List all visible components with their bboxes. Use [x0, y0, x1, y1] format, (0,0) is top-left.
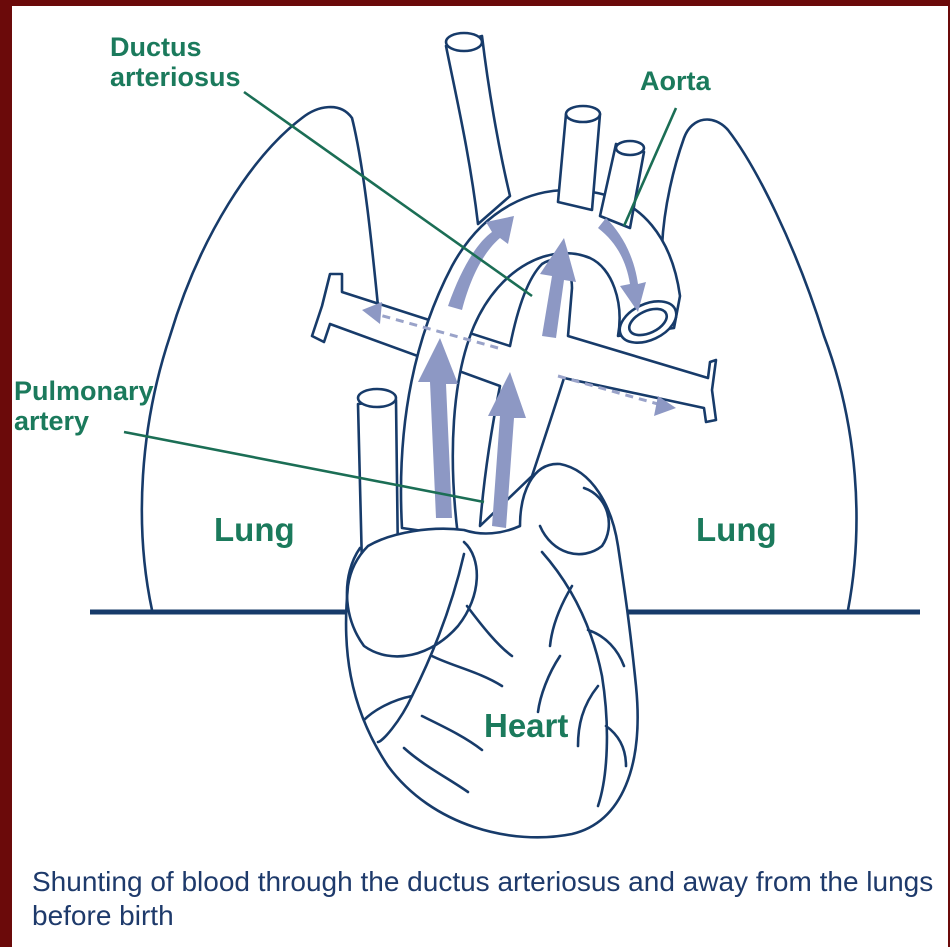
carotid-branch: [558, 114, 600, 210]
carotid-opening: [566, 106, 600, 122]
brachiocephalic-opening: [446, 33, 482, 51]
pulmonary-label-line1: Pulmonary: [14, 376, 154, 406]
ductus-label-line2: arteriosus: [110, 62, 241, 92]
aorta-label: Aorta: [640, 66, 711, 96]
subclavian-opening: [616, 141, 644, 155]
heart-label: Heart: [484, 708, 568, 745]
diagram-frame: Ductus arteriosus Aorta Pulmonary artery…: [12, 6, 948, 947]
heart-circulation-diagram: [12, 6, 948, 947]
pulmonary-label-line2: artery: [14, 406, 154, 436]
diagram-caption: Shunting of blood through the ductus art…: [32, 865, 942, 932]
left-lung-label: Lung: [214, 512, 295, 549]
pulmonary-label: Pulmonary artery: [14, 376, 154, 436]
brachiocephalic-branch: [446, 36, 510, 224]
ductus-label-line1: Ductus: [110, 32, 241, 62]
vena-cava-opening: [358, 389, 396, 407]
right-lung-label: Lung: [696, 512, 777, 549]
ductus-label: Ductus arteriosus: [110, 32, 241, 92]
